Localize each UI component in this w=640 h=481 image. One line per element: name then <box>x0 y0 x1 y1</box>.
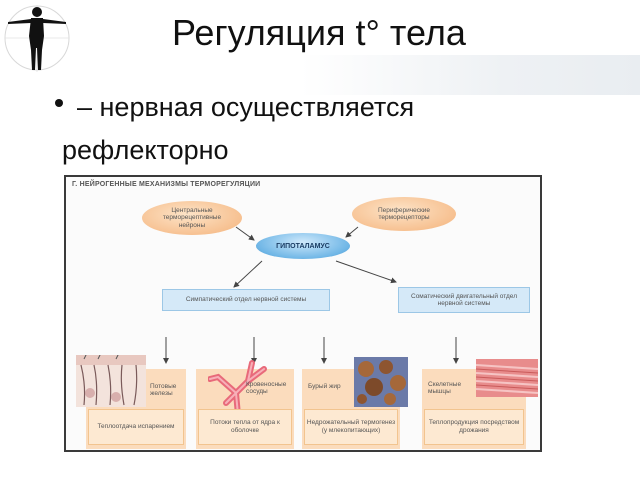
thermoregulation-diagram: Г. НЕЙРОГЕННЫЕ МЕХАНИЗМЫ ТЕРМОРЕГУЛЯЦИИ … <box>64 175 542 452</box>
shivering-result: Теплопродукция посредством дрожания <box>424 409 524 445</box>
blood-vessel-image <box>208 360 267 415</box>
muscle-tissue-image <box>476 359 538 397</box>
sympathetic-box: Симпатический отдел нервной системы <box>162 289 330 311</box>
somatic-box: Соматический двигательный отдел нервной … <box>398 287 530 313</box>
human-figure-logo <box>4 5 70 72</box>
sweat-glands-label: Потовые железы <box>150 383 177 398</box>
central-receptors-oval: Центральные терморецептивные нейроны <box>142 201 242 235</box>
bullet-continuation: рефлекторно <box>62 135 229 165</box>
bullet-dot-icon <box>55 98 63 107</box>
blood-vessels-label: Кровеносные сосуды <box>246 381 287 396</box>
nonshivering-result: Недрожательный термогенез (у млекопитающ… <box>304 409 398 445</box>
diagram-heading: Г. НЕЙРОГЕННЫЕ МЕХАНИЗМЫ ТЕРМОРЕГУЛЯЦИИ <box>72 181 261 188</box>
heat-flow-result: Потоки тепла от ядра к оболочке <box>198 409 292 445</box>
hypothalamus-node: ГИПОТАЛАМУС <box>256 233 350 259</box>
background-band <box>300 55 640 95</box>
bullet-item: – нервная осуществляется <box>55 92 414 123</box>
brown-fat-label: Бурый жир <box>308 383 341 390</box>
skeletal-muscles-label: Скелетные мышцы <box>428 381 462 396</box>
diagram-arrows <box>163 226 459 364</box>
peripheral-receptors-oval: Периферические терморецепторы <box>352 197 456 231</box>
bullet-text: – нервная осуществляется <box>77 92 415 122</box>
evaporation-result: Теплоотдача испарением <box>88 409 184 445</box>
skin-section-image <box>76 355 146 407</box>
slide-title: Регуляция t° тела <box>172 12 466 53</box>
brown-fat-tissue-image <box>354 357 408 407</box>
